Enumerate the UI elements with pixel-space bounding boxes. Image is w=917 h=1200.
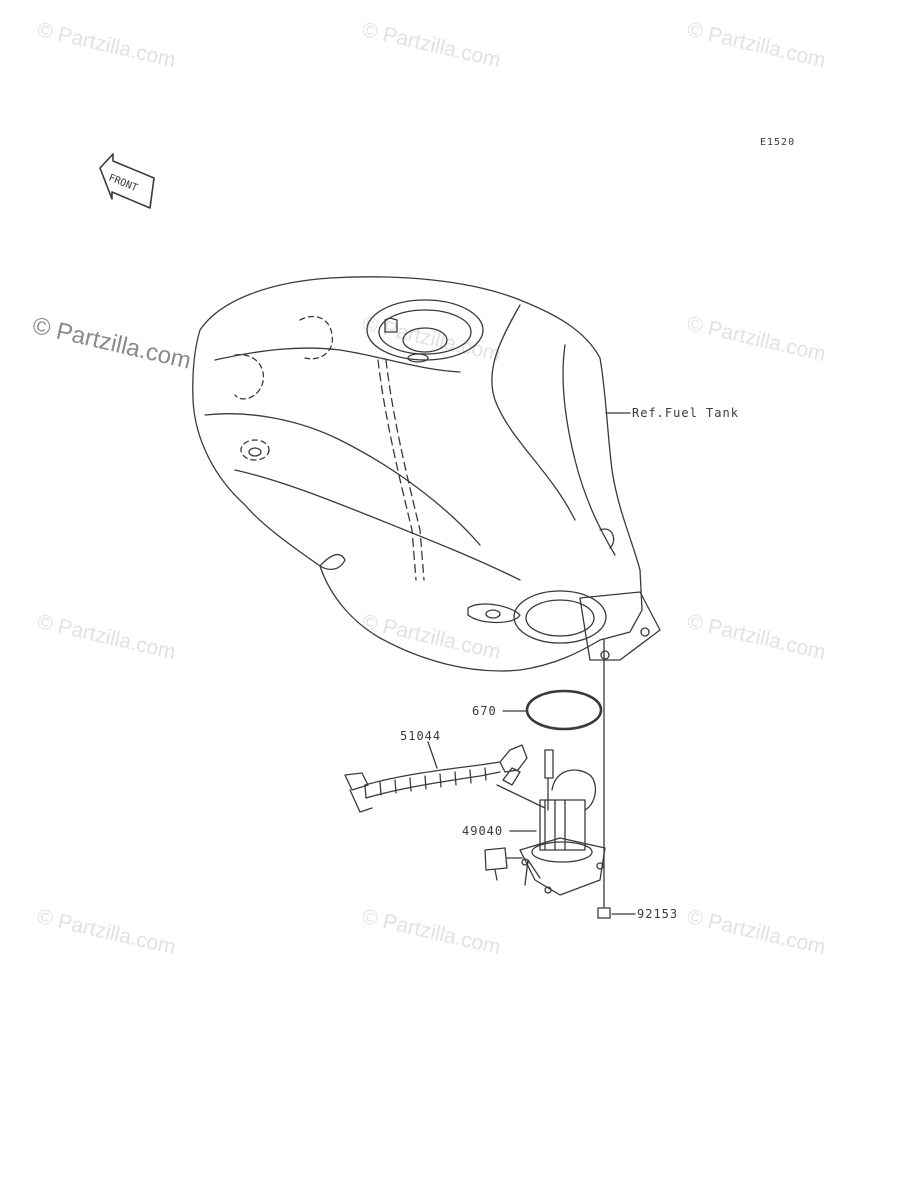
diagram-code: E1520	[760, 137, 796, 148]
part-49040-label[interactable]: 49040	[462, 824, 504, 838]
bolt-92153	[597, 639, 636, 919]
part-670-label[interactable]: 670	[472, 704, 497, 718]
front-arrow-icon: FRONT	[99, 153, 155, 209]
part-92153-label[interactable]: 92153	[637, 907, 679, 921]
fuel-tank-drawing	[192, 276, 661, 672]
ref-fuel-tank-label[interactable]: Ref.Fuel Tank	[632, 406, 739, 420]
fuel-pump-49040	[484, 749, 606, 896]
harness-51044	[344, 741, 528, 813]
front-label: FRONT	[107, 173, 139, 194]
part-51044-label[interactable]: 51044	[400, 729, 442, 743]
gasket-670	[502, 689, 603, 731]
